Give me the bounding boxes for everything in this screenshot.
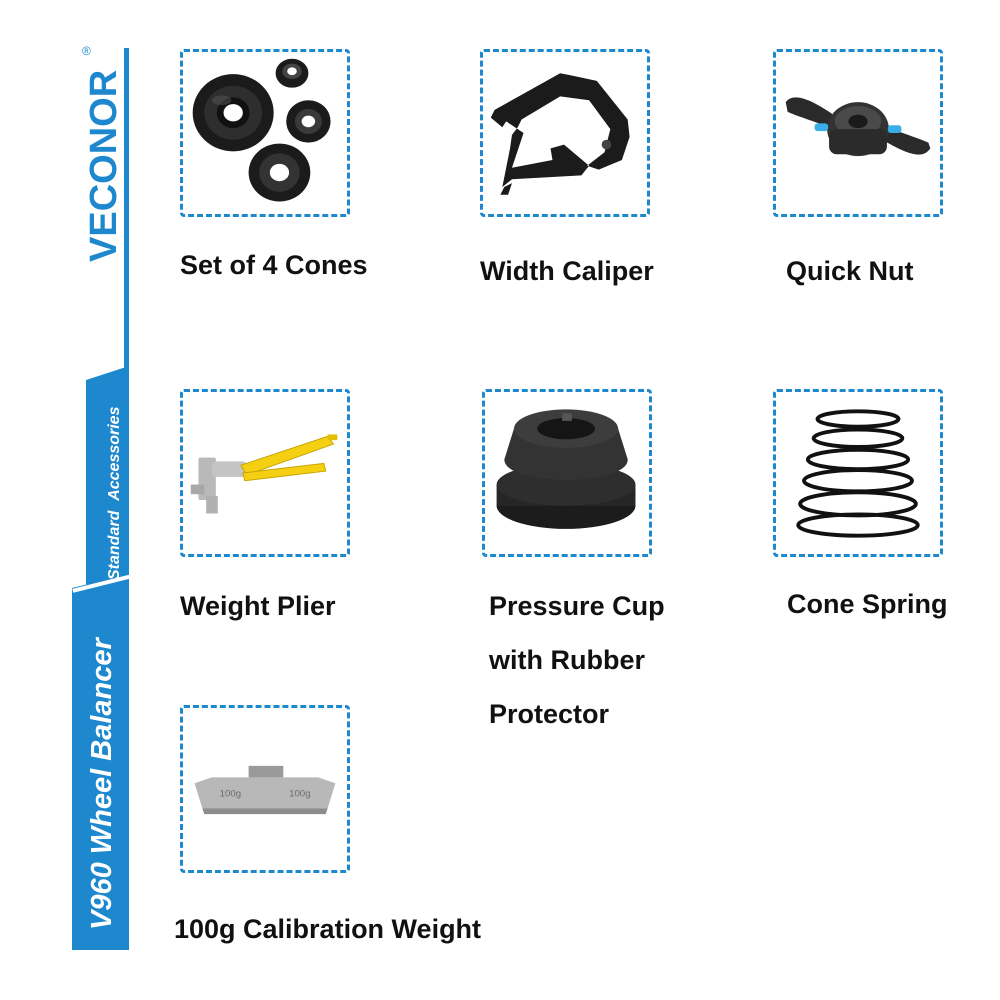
- quick-nut-label: Quick Nut: [786, 256, 914, 286]
- spring-icon: [796, 409, 920, 538]
- registered-mark: ®: [82, 44, 91, 58]
- pressure-cup-image-frame: [482, 389, 652, 557]
- plier-label: Weight Plier: [180, 591, 336, 621]
- weight-engraving-left: 100g: [220, 789, 241, 800]
- weight-engraving-right: 100g: [289, 789, 310, 800]
- brand-sidebar: ® VECONOR Standard Accessories V960 Whee…: [0, 0, 140, 1000]
- caliper-label: Width Caliper: [480, 256, 654, 286]
- plier-image-frame: [180, 389, 350, 557]
- calibration-weight-label: 100g Calibration Weight: [174, 914, 482, 944]
- category-title: Standard Accessories: [106, 406, 123, 580]
- calibration-weight-icon: 100g 100g: [194, 765, 336, 815]
- quick-nut-icon: [785, 97, 931, 157]
- sidebar-stripe-graphic: [72, 48, 132, 950]
- pressure-cup-label-line-3: Protector: [489, 699, 610, 729]
- plier-icon: [190, 434, 338, 514]
- brand-logo: VECONOR: [83, 69, 125, 262]
- pressure-cup-label-line-2: with Rubber: [489, 645, 645, 675]
- caliper-image-frame: [480, 49, 650, 217]
- cones-label: Set of 4 Cones: [180, 250, 368, 280]
- cones-icon: [192, 58, 331, 202]
- cones-image-frame: [180, 49, 350, 217]
- product-title: V960 Wheel Balancer: [86, 638, 118, 930]
- caliper-icon: [490, 73, 630, 195]
- quick-nut-image-frame: [773, 49, 943, 217]
- spring-label: Cone Spring: [787, 589, 948, 619]
- spring-image-frame: [773, 389, 943, 557]
- pressure-cup-icon: [496, 409, 636, 529]
- pressure-cup-label-line-1: Pressure Cup: [489, 591, 665, 621]
- calibration-weight-image-frame: 100g 100g: [180, 705, 350, 873]
